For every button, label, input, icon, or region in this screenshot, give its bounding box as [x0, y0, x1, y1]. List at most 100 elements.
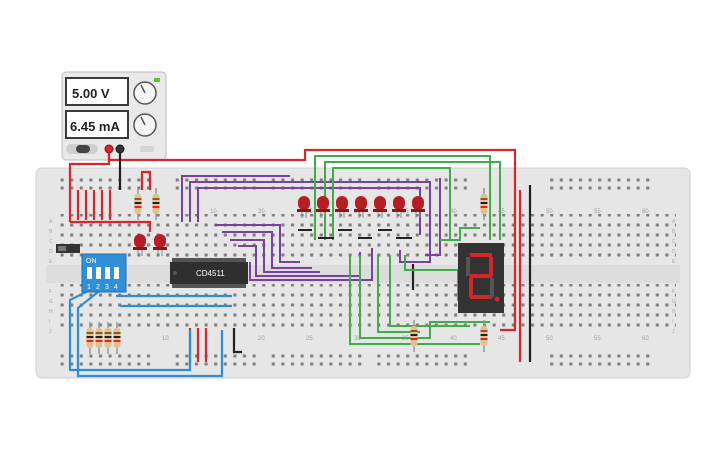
slide-switch[interactable] [56, 244, 80, 253]
row-label: A [49, 219, 53, 225]
wire-purple [249, 248, 373, 281]
dip-switch-toggle[interactable] [114, 267, 119, 279]
row-labels-right: A B C D E F G H I J [672, 219, 676, 335]
wire-green [314, 155, 491, 240]
resistor [134, 188, 142, 220]
row-label: G [672, 299, 676, 305]
dip-position-label: 1 [87, 284, 91, 291]
positive-terminal[interactable] [104, 144, 114, 154]
row-label: J [672, 329, 675, 335]
row-label: I [49, 319, 50, 325]
wire-blue [76, 291, 224, 378]
resistor [113, 322, 121, 354]
column-label: 40 [450, 209, 457, 215]
jumpers[interactable] [298, 229, 412, 239]
column-label: 30 [354, 336, 361, 342]
terminal-strip-bottom[interactable] [56, 284, 676, 332]
row-label: J [49, 329, 52, 335]
wire-green [332, 167, 451, 240]
negative-terminal[interactable] [115, 144, 125, 154]
wire-red [70, 220, 152, 232]
wire-green [440, 227, 480, 241]
segment-digit [469, 253, 493, 299]
row-label: H [49, 309, 53, 315]
resistor [104, 322, 112, 354]
status-led-icon [154, 78, 160, 82]
voltage-readout: 5.00 V [72, 86, 110, 101]
power-rail-bottom[interactable] [56, 350, 152, 366]
row-label: B [672, 229, 676, 235]
wire-green [377, 255, 420, 333]
red-wires[interactable] [68, 148, 522, 362]
led-icon [354, 196, 368, 218]
led-icon [373, 196, 387, 218]
row-label: B [49, 229, 53, 235]
led-icon [316, 196, 330, 218]
row-label: E [672, 259, 676, 265]
column-label: 60 [642, 336, 649, 342]
row-label: F [672, 289, 675, 295]
wire-purple [399, 240, 431, 263]
column-label: 25 [306, 336, 313, 342]
column-label: 55 [594, 336, 601, 342]
column-label: 10 [162, 336, 169, 342]
displayed-digit: 2 [0, 0, 1, 1]
column-label: 50 [546, 209, 553, 215]
wire-purple [425, 178, 441, 256]
blue-wires[interactable] [68, 289, 232, 378]
wire-red [140, 170, 152, 190]
wire-purple [181, 175, 290, 222]
led-icon [335, 196, 349, 218]
row-label: E [49, 259, 53, 265]
column-label: 20 [258, 336, 265, 342]
dip-switch-toggle[interactable] [87, 267, 92, 279]
column-label: 50 [546, 336, 553, 342]
column-label: 45 [498, 209, 505, 215]
wire-purple [230, 239, 320, 273]
leds[interactable] [133, 196, 425, 256]
row-label: I [672, 319, 673, 325]
ic-chip[interactable]: CD4511 [170, 258, 248, 288]
resistor [152, 188, 160, 220]
chip-label: CD4511 [196, 269, 225, 278]
voltage-display [65, 77, 129, 106]
column-label: 40 [450, 336, 457, 342]
wire-purple [215, 224, 300, 263]
column-label: 60 [642, 209, 649, 215]
resistor [410, 320, 418, 352]
row-label: G [49, 299, 53, 305]
led-icon [411, 196, 425, 218]
column-label: 55 [594, 209, 601, 215]
resistor [86, 322, 94, 354]
dip-position-label: 4 [114, 284, 118, 291]
wire-green [349, 255, 480, 345]
led-icon [392, 196, 406, 218]
wire-green [389, 255, 470, 327]
dip-position-label: 2 [96, 284, 100, 291]
seven-segment-display[interactable]: 2 [0, 0, 504, 313]
row-label: D [49, 249, 53, 255]
column-label: 10 [210, 209, 217, 215]
row-label: C [672, 239, 676, 245]
wire-purple [189, 181, 431, 240]
dip-switch[interactable]: ON 1 2 3 4 [81, 253, 127, 293]
led-icon [297, 196, 311, 218]
row-label: A [672, 219, 676, 225]
column-label: 45 [498, 336, 505, 342]
wire-green [359, 255, 490, 339]
row-label: H [672, 309, 676, 315]
black-wires[interactable] [118, 153, 532, 362]
power-supply[interactable]: 5.00 V 6.45 mA [61, 71, 167, 161]
dip-position-label: 3 [105, 284, 109, 291]
dip-switch-toggle[interactable] [96, 267, 101, 279]
column-label: 20 [258, 209, 265, 215]
resistor [95, 322, 103, 354]
decimal-point-icon [494, 296, 500, 302]
row-labels-left: A B C D E F G H I J [49, 219, 53, 335]
dip-switch-toggle[interactable] [105, 267, 110, 279]
dip-on-label: ON [86, 258, 97, 265]
resistors[interactable] [86, 188, 488, 354]
wire-purple [222, 231, 312, 269]
wire-vcc-top [107, 148, 517, 332]
